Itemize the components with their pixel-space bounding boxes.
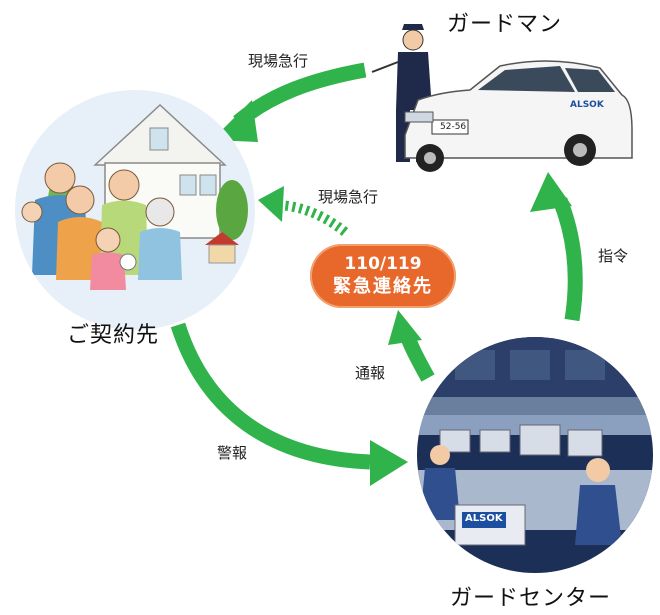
console-badge: ALSOK [465,513,503,524]
flow-label-dispatch-top: 現場急行 [248,52,309,70]
flow-label-command: 指令 [598,247,629,265]
arrow-alarm [170,322,408,486]
guardman-label: ガードマン [447,12,563,37]
car-badge: ALSOK [570,100,604,110]
flow-label-alarm: 警報 [217,444,248,462]
arrow-command [530,172,583,322]
guardman-car-illustration [371,24,633,172]
emergency-label: 緊急連絡先 [333,276,433,297]
arrow-dispatch-dashed [258,186,349,236]
license-plate: 52-56 [440,122,467,132]
family-illustration [15,90,255,330]
arrow-dispatch-top [212,62,367,142]
flow-label-dispatch-dashed: 現場急行 [318,188,379,206]
emergency-contact-badge: 110/119 緊急連絡先 [310,244,456,308]
contractor-label: ご契約先 [67,323,160,348]
emergency-number: 110/119 [344,254,422,274]
guard-center-label: ガードセンター [450,586,612,611]
guard-center-illustration [417,337,653,573]
arrow-report [388,310,435,382]
flow-label-report: 通報 [355,364,386,382]
